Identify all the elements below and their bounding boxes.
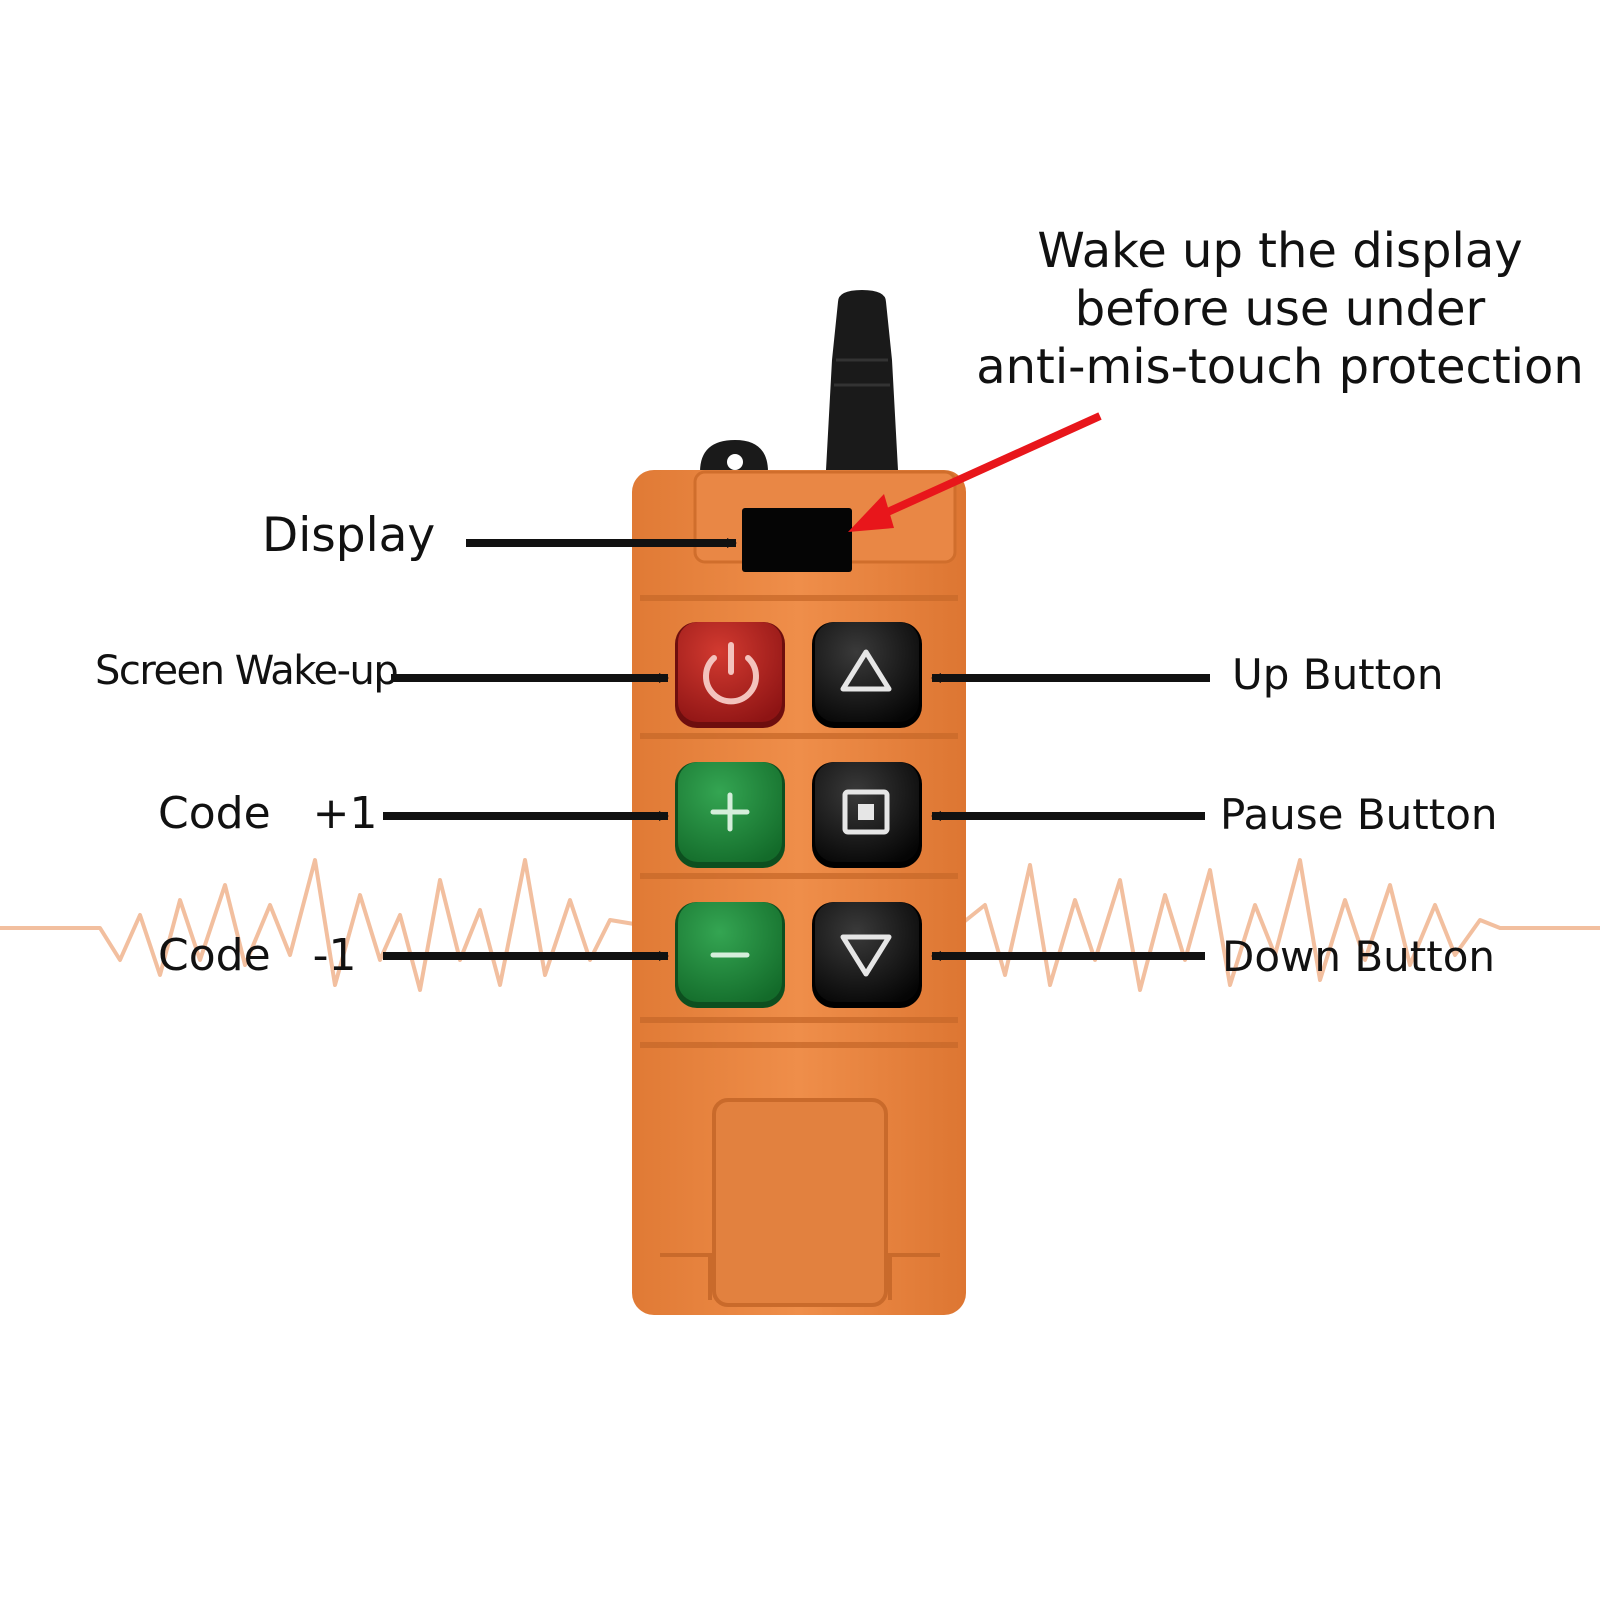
note-line: Wake up the display [1037,223,1523,279]
waveform-background [0,858,1600,992]
lanyard-loop [700,440,768,472]
anti-mis-touch-note: Wake up the display before use under ant… [975,222,1585,396]
code-plus-button[interactable] [675,762,785,868]
triangle-up-icon [840,649,892,692]
callout-arrows [383,538,1210,961]
pause-button[interactable] [812,762,922,868]
display-screen [742,508,852,572]
display-label: Display [262,508,436,563]
stop-square-icon [842,789,890,835]
code-minus-label: Code -1 [158,930,357,981]
down-button[interactable] [812,902,922,1008]
waveform-line [0,858,641,992]
antenna [826,290,898,470]
note-arrow [848,412,1102,532]
note-line: anti-mis-touch protection [976,339,1584,395]
waveform-line [958,858,1600,992]
plus-icon [710,792,750,832]
down-button-label: Down Button [1222,932,1496,981]
body-ridges [640,595,958,1048]
code-plus-label: Code +1 [158,788,378,839]
power-button[interactable] [675,622,785,728]
note-line: before use under [1074,281,1486,337]
power-icon [703,642,759,705]
triangle-down-icon [840,934,892,977]
pause-button-label: Pause Button [1220,790,1498,839]
up-button[interactable] [812,622,922,728]
code-minus-button[interactable] [675,902,785,1008]
battery-cover [712,1098,888,1307]
screen-wake-up-label: Screen Wake-up [95,648,399,694]
remote-body [632,470,966,1315]
up-button-label: Up Button [1232,650,1444,699]
